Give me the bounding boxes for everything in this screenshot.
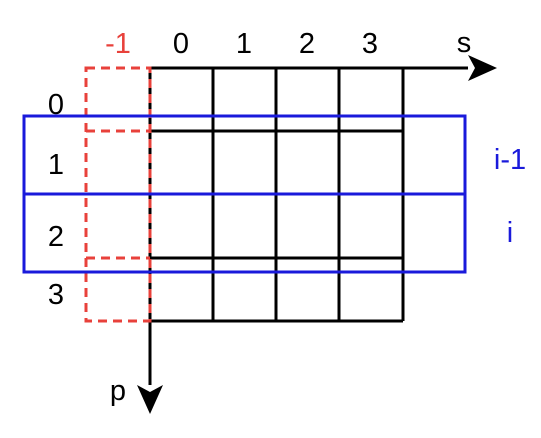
row-label-2: 2 <box>48 221 64 253</box>
row-label-1: 1 <box>48 149 64 181</box>
column-label-2: 2 <box>299 28 315 60</box>
p-axis-label: p <box>110 375 126 407</box>
bands <box>22 114 467 274</box>
row-label-3: 3 <box>48 279 64 311</box>
ghost-column-outline <box>84 66 152 323</box>
column-label-1: 1 <box>236 28 252 60</box>
p-axis-arrow <box>137 321 163 414</box>
column-label-3: 3 <box>362 28 378 60</box>
row-label-0: 0 <box>48 89 64 121</box>
band-label-i: i <box>507 217 513 249</box>
column-label-minus-1: -1 <box>105 28 131 60</box>
ghost-column <box>84 66 152 323</box>
band-i-minus-1 <box>22 114 467 196</box>
column-label-0: 0 <box>173 28 189 60</box>
s-axis-label: s <box>457 27 472 59</box>
s-axis-arrow <box>150 55 497 81</box>
band-label-i-minus-1: i-1 <box>494 144 526 176</box>
band-i <box>22 192 467 274</box>
